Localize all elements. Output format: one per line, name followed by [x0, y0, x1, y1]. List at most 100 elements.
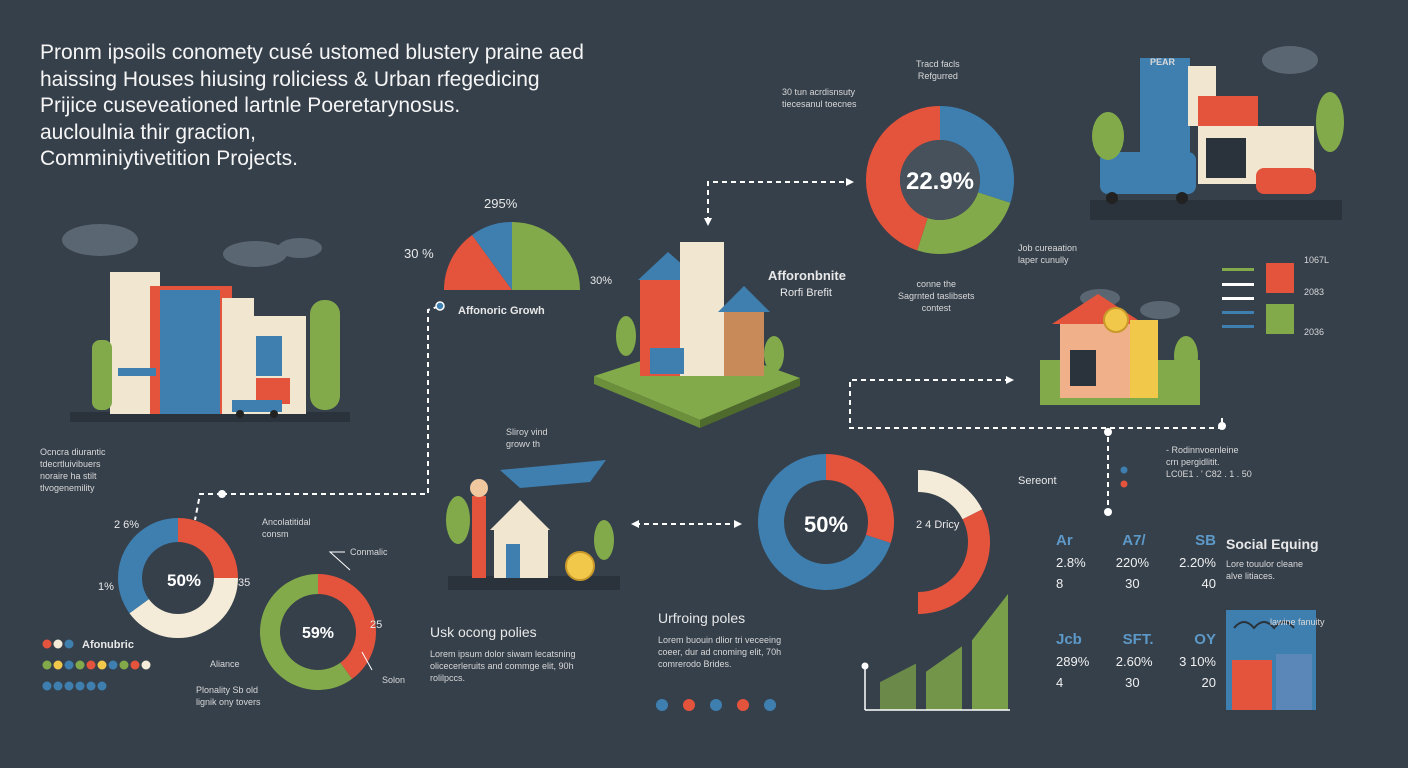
leader-line [361, 651, 373, 671]
stat-value: 2.60% [1115, 654, 1153, 669]
stat-header: OY [1194, 631, 1216, 648]
stat-value: 220% [1115, 555, 1149, 570]
stat-header: A7/ [1122, 532, 1146, 549]
stats-row: 8 30 40 [1056, 576, 1216, 591]
left-buildings-illustration [62, 224, 350, 422]
afford-dot-2-3 [75, 681, 85, 691]
donut-top-label-right: Job cureaation laper cunully [1018, 243, 1078, 265]
intro-line: Comminiytivetition Projects. [40, 147, 298, 170]
arc-chart-segment-1 [918, 509, 990, 614]
stat-header: SFT. [1122, 631, 1154, 648]
stat-value: 2.20% [1179, 555, 1216, 570]
afford-dot-2-4 [86, 681, 96, 691]
donut-mid-label-r: 2 4 Dricy [916, 519, 960, 531]
area-bar-chart [880, 594, 1008, 710]
top-donut-chart [866, 106, 1014, 254]
donut-mid-segment-0 [826, 454, 894, 544]
intro-line: Prijice cuseveationed lartnle Poeretaryn… [40, 94, 461, 117]
icon-row-dot-1 [683, 699, 695, 711]
top-right-city-illustration [1090, 46, 1344, 220]
afford-dot-1-5 [97, 660, 107, 670]
afford-dot-1-9 [141, 660, 151, 670]
intro-line: Pronm ipsoils conometу cusé ustomed blus… [40, 41, 584, 64]
afford-dot-0-2 [64, 639, 74, 649]
area-bar-0 [880, 663, 916, 710]
afford-dot-1-1 [53, 660, 63, 670]
icon-row-dot-2 [710, 699, 722, 711]
stat-header: Ar [1056, 532, 1073, 549]
donut-top-segment-1 [917, 192, 1011, 254]
stat-value: 20 [1201, 675, 1216, 690]
social-title: Social Equing [1226, 536, 1319, 552]
stats-row: 289% 2.60% 3 10% [1056, 654, 1216, 669]
node-note: - Rodinnvoenleine crn pergidlitit. LC0E1… [1166, 445, 1252, 479]
growth-scene-illustration [446, 460, 620, 590]
legend-value: 1067L [1304, 255, 1330, 265]
legend-value: 2083 [1304, 287, 1325, 297]
donut-left-segment-1 [129, 578, 238, 638]
arc-chart-segment-0 [918, 470, 983, 520]
center-house-illustration [594, 242, 800, 428]
afford-dot-1-3 [75, 660, 85, 670]
donut-top-label-bottom: conne the Sagrnted taslibsets contest [898, 279, 975, 313]
afford-dot-2-0 [42, 681, 52, 691]
left-donut-center: 50% [167, 571, 201, 590]
donut-small-label-r: 25 [370, 619, 383, 631]
afford-house-title: Afforonbnite [768, 268, 846, 283]
donut-top-segment-2 [866, 106, 940, 251]
policies-body: Lorem ipsum dolor siwam lecatsning olice… [430, 649, 576, 683]
pie-label-left: 30 % [404, 246, 434, 261]
afford-dot-1-2 [64, 660, 74, 670]
stat-value: 4 [1056, 675, 1064, 690]
afford-dot-0-0 [42, 639, 52, 649]
stats-row: 2.8% 220% 2.20% [1056, 555, 1216, 570]
policies-title: Usk ocong polies [430, 624, 537, 640]
connector-growth [222, 305, 441, 495]
afford-legend-title: Afonubric [82, 639, 134, 651]
afford-dot-1-7 [119, 660, 129, 670]
donut-top-label-top: Tracd facls Refgurred [916, 59, 960, 81]
icon-row-dot-3 [737, 699, 749, 711]
donut-left-segment-0 [178, 518, 238, 578]
social-body: Lore touulor cleane alve litiaces. [1226, 559, 1304, 581]
urban-policies-body: Lorem buouin dlior tri veceeing coeer, d… [658, 635, 782, 669]
donut-small-label-br: Solon [382, 675, 406, 685]
donut-top-hole [900, 140, 980, 220]
top-donut-center: 22.9% [906, 168, 974, 195]
area-bar-2 [972, 594, 1008, 710]
afford-dot-1-8 [130, 660, 140, 670]
pie-caption: Affonoric Growh [458, 305, 545, 317]
leader-line [328, 551, 351, 571]
stat-header: SB [1195, 532, 1216, 549]
left-note: Ocncra diurantic tdecrtluivibuers norair… [40, 447, 106, 493]
afford-house-sub: Rorfi Brefit [780, 287, 832, 299]
left-donut-chart [118, 518, 238, 638]
stat-value: 2.8% [1056, 555, 1086, 570]
stat-value: 8 [1056, 576, 1064, 591]
pie-label-right: 30% [590, 275, 613, 287]
donut-left-label-r: 35 [238, 577, 251, 589]
note-dot [1120, 466, 1128, 474]
afford-dot-1-4 [86, 660, 96, 670]
legend-value: 2036 [1304, 327, 1325, 337]
community-illustration [1226, 610, 1316, 710]
afford-dot-0-1 [53, 639, 63, 649]
donut-left-label-top: Ancolatitidal consm [262, 517, 311, 539]
donut-small-label-bottom: Plonality Sb old lignik ony tovers [196, 685, 261, 707]
afford-dot-1-0 [42, 660, 52, 670]
icon-row [656, 699, 776, 711]
afford-dot-1-6 [108, 660, 118, 670]
right-house-illustration [1040, 289, 1200, 405]
connector-left [194, 493, 222, 521]
afford-dot-2-5 [97, 681, 107, 691]
stat-header: Jcb [1056, 631, 1082, 648]
small-donut-center: 59% [302, 625, 334, 642]
legend-bars [1222, 263, 1294, 334]
pie-label-top: 295% [484, 196, 518, 211]
stat-value: 30 [1125, 576, 1140, 591]
stats-table: Ar A7/ SB 2.8% 220% 2.20% 8 30 40 Jcb SF… [1056, 532, 1216, 690]
mid-donut-chart [758, 454, 894, 590]
donut-small-segment-1 [259, 574, 353, 690]
stat-value: 3 10% [1179, 654, 1216, 669]
stat-value: 40 [1201, 576, 1216, 591]
